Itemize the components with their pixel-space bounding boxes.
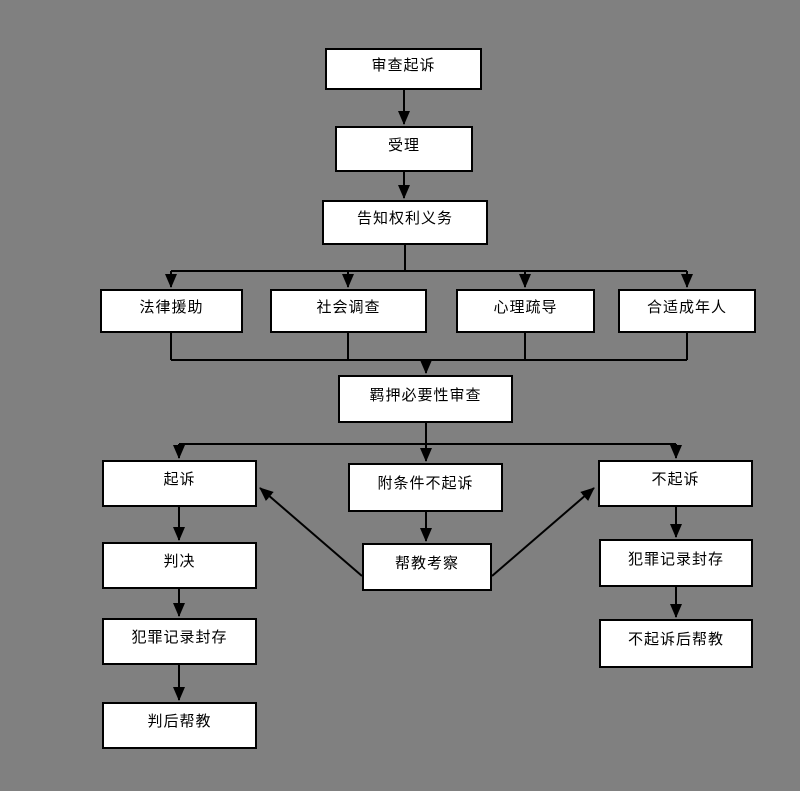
node-label: 合适成年人 (646, 299, 727, 316)
node-post-judgment-support: 判后帮教 (102, 702, 257, 749)
node-acceptance: 受理 (335, 126, 473, 172)
node-psych-counseling: 心理疏导 (456, 289, 595, 333)
node-inform-rights: 告知权利义务 (322, 200, 488, 245)
node-post-non-prosecution-support: 不起诉后帮教 (599, 619, 753, 668)
node-record-sealing-right: 犯罪记录封存 (599, 539, 753, 587)
node-detention-review: 羁押必要性审查 (338, 375, 513, 423)
node-label: 羁押必要性审查 (369, 387, 482, 404)
edge-probation-to-nonprosecution (491, 487, 595, 577)
connector-inform-branch (171, 245, 687, 272)
connector-converge-detention (170, 333, 688, 361)
node-label: 法律援助 (139, 299, 204, 316)
node-label: 社会调查 (316, 299, 381, 316)
node-label: 不起诉后帮教 (627, 632, 724, 648)
node-label: 帮教考察 (394, 555, 459, 572)
node-label: 心理疏导 (493, 299, 558, 316)
node-record-sealing-left: 犯罪记录封存 (102, 618, 257, 665)
node-probation-inspection: 帮教考察 (362, 543, 492, 591)
node-label: 犯罪记录封存 (131, 630, 228, 646)
edge-probation-to-prosecute (259, 487, 363, 577)
node-non-prosecution: 不起诉 (598, 460, 753, 507)
node-label: 受理 (387, 137, 420, 154)
node-label: 起诉 (163, 472, 196, 488)
node-label: 犯罪记录封存 (627, 551, 724, 568)
node-appropriate-adult: 合适成年人 (618, 289, 756, 333)
node-label: 判决 (163, 554, 196, 570)
node-legal-aid: 法律援助 (100, 289, 243, 333)
node-label: 判后帮教 (147, 714, 212, 730)
node-label: 不起诉 (651, 472, 700, 488)
connector-detention-branch (179, 423, 676, 445)
node-conditional-non-prosecution: 附条件不起诉 (348, 463, 503, 512)
node-prosecute: 起诉 (102, 460, 257, 507)
node-review-prosecution: 审查起诉 (325, 48, 482, 90)
node-label: 附条件不起诉 (377, 476, 474, 492)
node-judgment: 判决 (102, 542, 257, 589)
node-label: 告知权利义务 (356, 211, 453, 227)
node-social-investigation: 社会调查 (270, 289, 427, 333)
node-label: 审查起诉 (371, 57, 436, 74)
